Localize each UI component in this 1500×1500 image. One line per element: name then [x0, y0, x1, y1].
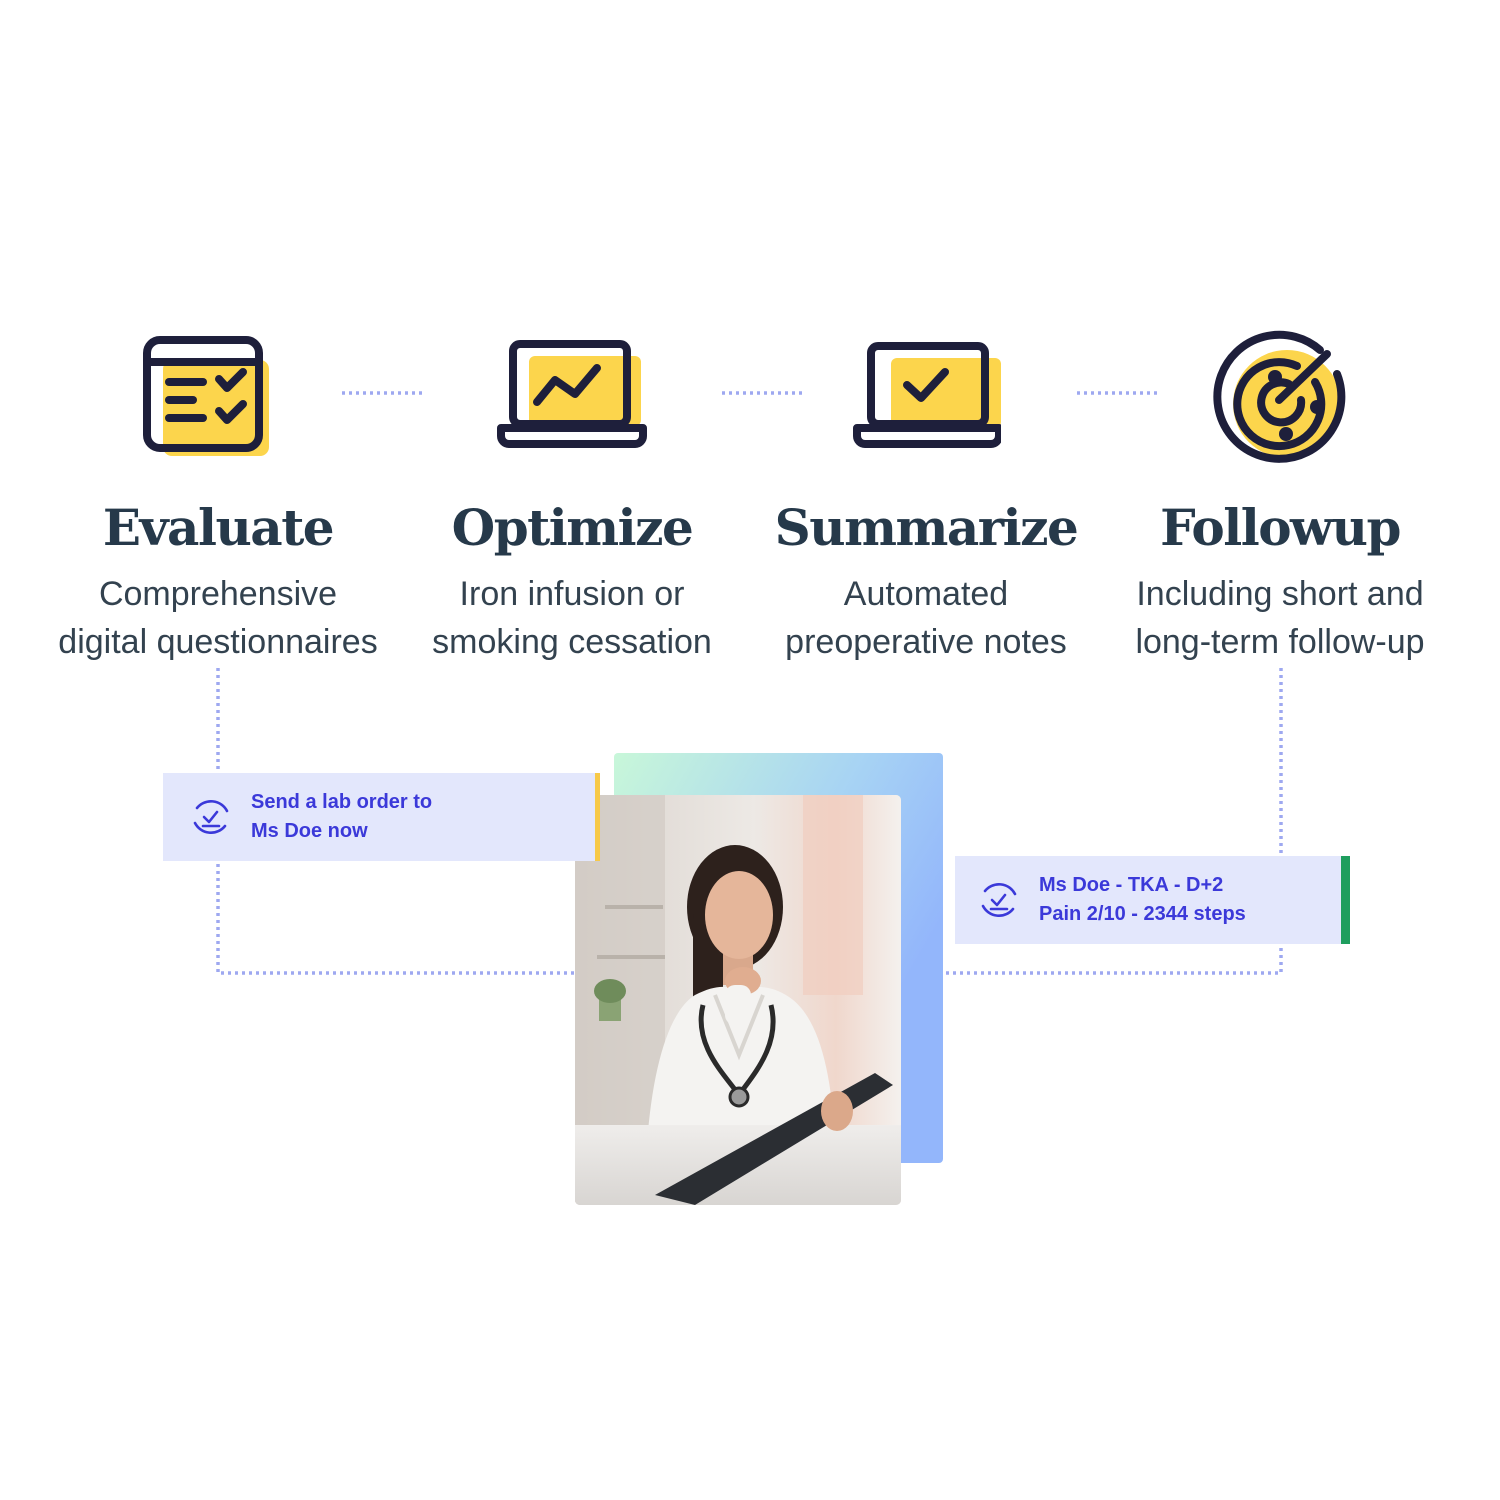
step-optimize: Optimize Iron infusion or smoking cessat… [392, 330, 752, 666]
step-summarize: Summarize Automated preoperative notes [746, 330, 1106, 666]
laptop-checkmark-icon [851, 330, 1001, 470]
step-description: Including short and long-term follow-up [1135, 575, 1425, 661]
doctor-with-clipboard-photo [575, 795, 901, 1205]
step-title: Evaluate [102, 498, 335, 557]
laptop-trend-chart-icon [497, 330, 647, 470]
lab-order-text: Send a lab order to Ms Doe now [251, 791, 433, 842]
step-title: Followup [1160, 498, 1401, 557]
radar-target-icon [1205, 330, 1355, 470]
step-description: Iron infusion or smoking cessation [432, 575, 712, 661]
followup-status-card[interactable]: Ms Doe - TKA - D+2 Pain 2/10 - 2344 step… [955, 856, 1350, 944]
checklist-calendar-icon [143, 330, 293, 470]
step-description: Automated preoperative notes [785, 575, 1067, 661]
lab-order-card[interactable]: Send a lab order to Ms Doe now [163, 773, 600, 861]
step-description: Comprehensive digital questionnaires [58, 575, 378, 661]
step-title: Optimize [451, 498, 694, 557]
step-evaluate: Evaluate Comprehensive digital questionn… [38, 330, 398, 666]
followup-status-text: Ms Doe - TKA - D+2 Pain 2/10 - 2344 step… [1039, 874, 1246, 925]
step-title: Summarize [774, 498, 1079, 557]
circular-check-icon [981, 882, 1017, 918]
circular-check-icon [193, 799, 229, 835]
step-followup: Followup Including short and long-term f… [1100, 330, 1460, 666]
